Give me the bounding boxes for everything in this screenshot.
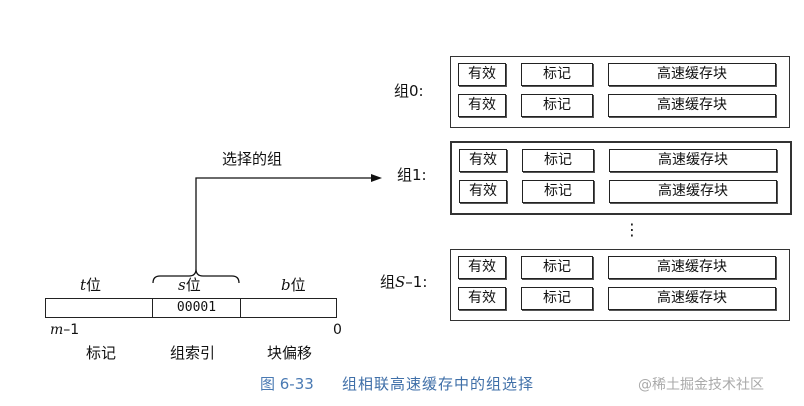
- tag-cell: 标记: [522, 180, 594, 203]
- address-bar: 00001: [45, 298, 337, 318]
- low-bit-label: 0: [333, 322, 342, 338]
- high-bit-var: m: [50, 322, 64, 338]
- cache-block-cell: 高速缓存块: [608, 287, 776, 310]
- selection-arrowhead: [371, 174, 382, 182]
- set-index-field-label: 组索引: [170, 344, 216, 362]
- block-bits-unit: 位: [290, 276, 306, 294]
- cache-block-cell: 高速缓存块: [609, 149, 777, 172]
- field-divider: [152, 299, 153, 317]
- high-bit-suffix: –1: [63, 322, 80, 338]
- figure-number: 图 6-33: [260, 375, 314, 393]
- cache-block-cell: 高速缓存块: [608, 63, 776, 86]
- set-last: 有效 标记 高速缓存块 有效 标记 高速缓存块: [450, 249, 790, 321]
- tag-cell: 标记: [521, 63, 593, 86]
- high-bit-label: m–1: [50, 321, 79, 339]
- set-bits-var: s: [178, 276, 186, 294]
- valid-bit-cell: 有效: [458, 94, 506, 117]
- tag-field-label: 标记: [86, 344, 117, 362]
- tag-cell: 标记: [521, 256, 593, 279]
- set-last-label-suffix: –1:: [405, 273, 428, 291]
- watermark-text: @稀土掘金技术社区: [638, 377, 764, 393]
- valid-bit-cell: 有效: [458, 287, 506, 310]
- set-bits-unit: 位: [185, 276, 201, 294]
- valid-bit-cell: 有效: [458, 256, 506, 279]
- block-offset-field: [241, 299, 336, 317]
- valid-bit-cell: 有效: [459, 149, 507, 172]
- set-last-label-prefix: 组: [380, 273, 396, 291]
- field-divider: [240, 299, 241, 317]
- set-index-value: 00001: [176, 300, 217, 315]
- cache-block-cell: 高速缓存块: [608, 94, 776, 117]
- tag-cell: 标记: [521, 287, 593, 310]
- cache-block-cell: 高速缓存块: [609, 180, 777, 203]
- block-offset-field-label: 块偏移: [267, 344, 313, 362]
- tag-bits-unit: 位: [86, 276, 102, 294]
- set-last-label: 组S–1:: [380, 273, 427, 291]
- set-1-label: 组1:: [397, 166, 427, 184]
- tag-cell: 标记: [521, 94, 593, 117]
- block-bits-var: b: [281, 276, 291, 294]
- tag-field: [46, 299, 152, 317]
- tag-bits-var: t: [80, 276, 87, 294]
- selected-set-label: 选择的组: [222, 150, 283, 168]
- tag-cell: 标记: [522, 149, 594, 172]
- more-sets-ellipsis: ⋮: [624, 220, 640, 239]
- set-bits-label: s位: [178, 276, 201, 294]
- tag-bits-label: t位: [80, 276, 101, 294]
- cache-block-cell: 高速缓存块: [608, 256, 776, 279]
- valid-bit-cell: 有效: [458, 63, 506, 86]
- set-0: 有效 标记 高速缓存块 有效 标记 高速缓存块: [450, 56, 790, 128]
- selection-line: [195, 177, 372, 269]
- figure-title: 组相联高速缓存中的组选择: [342, 375, 535, 393]
- set-last-label-var: S: [395, 273, 406, 291]
- set-0-label: 组0:: [394, 82, 424, 100]
- valid-bit-cell: 有效: [459, 180, 507, 203]
- set-1-selected: 有效 标记 高速缓存块 有效 标记 高速缓存块: [450, 141, 792, 215]
- block-bits-label: b位: [281, 276, 306, 294]
